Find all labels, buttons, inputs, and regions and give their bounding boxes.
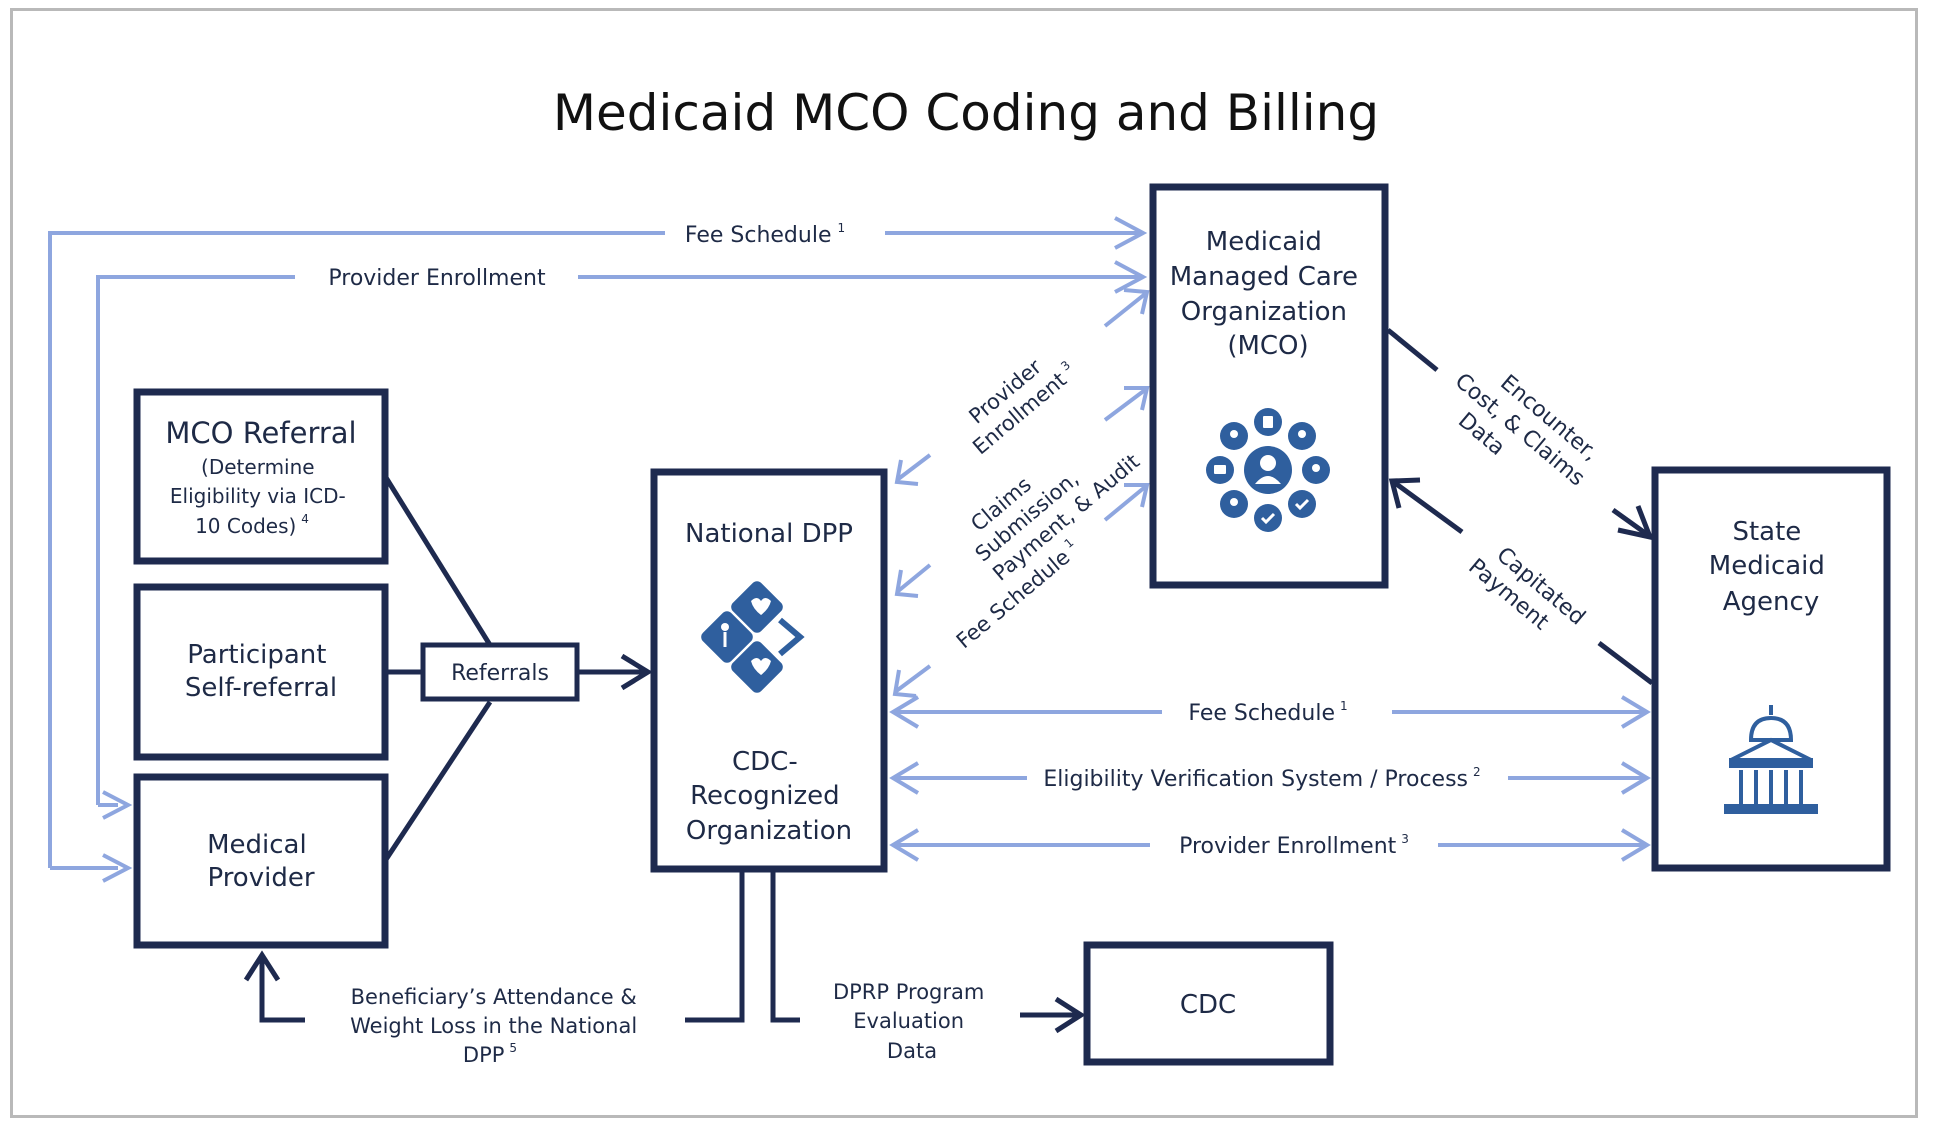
- eligibility-verification-arrow: [889, 761, 1651, 795]
- mco-referral-heading: MCO Referral: [165, 416, 356, 450]
- diagram-title: Medicaid MCO Coding and Billing: [553, 84, 1379, 142]
- referral-connectors: [382, 474, 493, 863]
- dprp-data-label: DPRP Program Evaluation Data: [833, 980, 991, 1063]
- provider-enrollment-top-arrow: [96, 275, 1140, 807]
- attendance-arrow: [243, 869, 745, 1023]
- diagonal-arrows: [892, 288, 1150, 698]
- national-dpp-footer: CDC- Recognized Organization: [686, 747, 852, 846]
- provider-enrollment-top-label: Provider Enrollment: [328, 266, 546, 291]
- eligibility-verification-label: Eligibility Verification System / Proces…: [1043, 765, 1480, 792]
- capitated-payment-label: Capitated Payment: [1463, 533, 1595, 655]
- participant-self-referral-box: [133, 583, 389, 761]
- medical-provider-label: Medical Provider: [207, 830, 315, 893]
- capitol-building-icon: [1724, 705, 1818, 814]
- fee-schedule-top-arrow: [48, 231, 1140, 870]
- mco-referral-detail: (Determine Eligibility via ICD- 10 Codes…: [170, 455, 352, 538]
- diag-provider-enrollment-label: Provider Enrollment3: [951, 339, 1080, 459]
- cdc-label: CDC: [1180, 990, 1236, 1020]
- participant-self-referral-label: Participant Self-referral: [185, 640, 337, 703]
- referrals-box: [420, 642, 580, 702]
- dprp-data-arrow: [770, 869, 1086, 1034]
- encounter-data-arrow: [1386, 328, 1655, 541]
- network-people-icon: [1206, 408, 1330, 532]
- capitated-payment-arrow: [1388, 477, 1654, 685]
- encounter-data-label: Encounter, Cost, & Claims Data: [1432, 347, 1613, 517]
- national-dpp-logo-icon: [701, 581, 805, 693]
- provider-enrollment-mid-arrow: [889, 828, 1651, 862]
- cdc-box: [1083, 941, 1334, 1066]
- medical-provider-box: [133, 773, 389, 949]
- mco-label: Medicaid Managed Care Organization (MCO): [1170, 227, 1367, 361]
- referrals-arrow: [577, 653, 653, 691]
- pale-arrowheads: [102, 216, 1148, 883]
- attendance-label: Beneficiary’s Attendance & Weight Loss i…: [350, 985, 644, 1067]
- state-medicaid-agency-label: State Medicaid Agency: [1709, 517, 1833, 617]
- national-dpp-heading: National DPP: [685, 519, 853, 549]
- fee-schedule-mid-arrow: [889, 695, 1651, 729]
- referrals-label: Referrals: [451, 661, 549, 686]
- mco-referral-box: [133, 388, 389, 565]
